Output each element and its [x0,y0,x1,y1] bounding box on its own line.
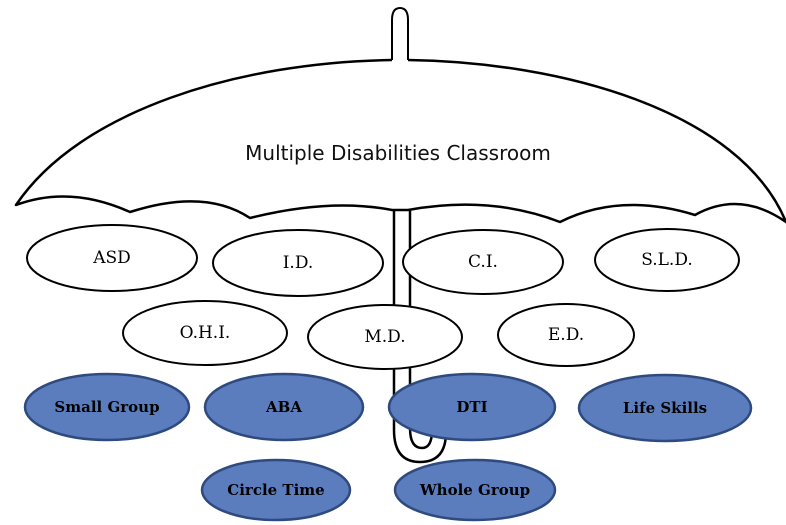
disability-bubble: ASD [26,224,198,292]
strategy-label: ABA [265,398,302,416]
disability-label: O.H.I. [180,323,231,343]
strategy-label: Small Group [54,398,159,416]
strategy-bubble: Life Skills [577,373,753,443]
strategy-bubble: Small Group [23,372,191,442]
disability-label: C.I. [468,252,498,272]
strategy-bubble: Whole Group [393,458,557,522]
disability-label: ASD [92,248,131,268]
strategy-label: Whole Group [419,481,530,499]
disability-label: S.L.D. [641,250,693,270]
disability-label: I.D. [283,253,314,273]
strategy-label: DTI [456,398,487,416]
disability-bubble: C.I. [402,229,564,295]
strategy-label: Circle Time [227,481,324,499]
strategy-label: Life Skills [623,399,707,417]
strategy-bubble: DTI [387,372,557,442]
disability-bubble: E.D. [497,303,635,367]
disability-bubble: M.D. [307,304,463,370]
disability-bubble: I.D. [212,229,384,297]
disability-bubble: O.H.I. [122,300,288,366]
strategy-bubble: ABA [203,372,365,442]
disability-label: M.D. [364,327,405,347]
strategy-bubble: Circle Time [200,458,352,522]
umbrella-title: Multiple Disabilities Classroom [245,141,551,165]
disability-bubble: S.L.D. [594,228,740,292]
disability-label: E.D. [548,325,584,345]
umbrella-tip [391,6,409,60]
umbrella-canopy [14,58,786,224]
